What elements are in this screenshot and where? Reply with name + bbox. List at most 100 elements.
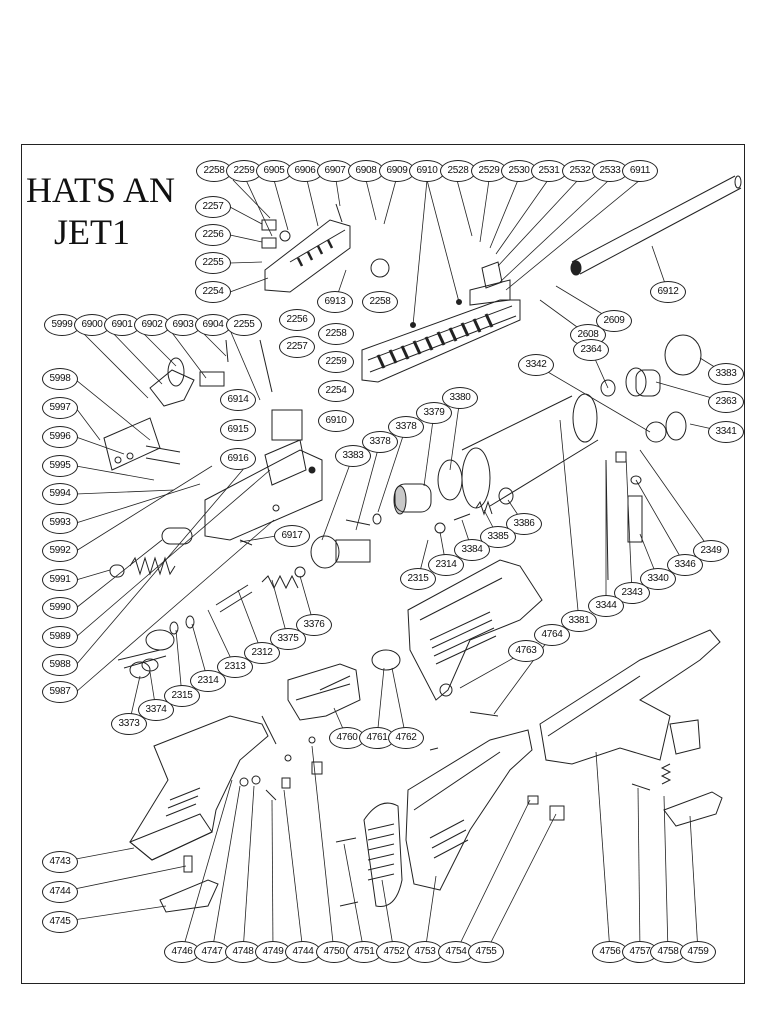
part-number-callout: 2258 <box>318 323 354 345</box>
adjustable-stock-part <box>405 729 565 891</box>
part-number-callout: 5988 <box>42 654 78 676</box>
part-number-callout: 2258 <box>362 291 398 313</box>
part-number-callout: 4763 <box>508 640 544 662</box>
part-number-callout: 6914 <box>220 389 256 411</box>
part-number-callout: 2315 <box>164 685 200 707</box>
part-number-callout: 5989 <box>42 626 78 648</box>
part-number-callout: 3341 <box>708 421 744 443</box>
part-number-callout: 4744 <box>42 881 78 903</box>
buttstock-part <box>371 559 543 751</box>
part-number-callout: 2530 <box>501 160 537 182</box>
part-number-callout: 6916 <box>220 448 256 470</box>
part-number-callout: 5994 <box>42 483 78 505</box>
butt-pad-part <box>363 802 403 907</box>
part-number-callout: 6903 <box>165 314 201 336</box>
part-number-callout: 2313 <box>217 656 253 678</box>
part-number-callout: 2609 <box>596 310 632 332</box>
part-number-callout: 2254 <box>195 281 231 303</box>
leader-lines <box>59 179 727 953</box>
folding-stock-part <box>539 629 723 827</box>
part-number-callout: 2255 <box>226 314 262 336</box>
part-number-callout: 2349 <box>693 540 729 562</box>
part-number-callout: 5993 <box>42 512 78 534</box>
part-number-callout: 3373 <box>111 713 147 735</box>
part-number-callout: 5987 <box>42 681 78 703</box>
part-number-callout: 6904 <box>195 314 231 336</box>
barrel-part <box>570 175 742 276</box>
part-number-callout: 3378 <box>362 431 398 453</box>
diagram-title-line2: JET1 <box>54 212 130 252</box>
loading-bolt-part <box>117 629 175 679</box>
part-number-callout: 3375 <box>270 628 306 650</box>
part-number-callout: 2256 <box>195 224 231 246</box>
part-number-callout: 4759 <box>680 941 716 963</box>
part-number-callout: 4764 <box>534 624 570 646</box>
part-number-callout: 2364 <box>573 339 609 361</box>
pistol-grip-part <box>129 715 277 913</box>
stock-adapter-part <box>287 663 361 721</box>
part-number-callout: 2314 <box>428 554 464 576</box>
part-number-callout: 4745 <box>42 911 78 933</box>
trigger-part <box>103 339 273 471</box>
part-number-callout: 2314 <box>190 670 226 692</box>
part-number-callout: 3342 <box>518 354 554 376</box>
part-number-callout: 3379 <box>416 402 452 424</box>
part-number-callout: 3384 <box>454 539 490 561</box>
part-number-callout: 2256 <box>279 309 315 331</box>
part-number-callout: 5991 <box>42 569 78 591</box>
part-number-callout: 2312 <box>244 642 280 664</box>
part-number-callout: 3376 <box>296 614 332 636</box>
part-number-callout: 2343 <box>614 582 650 604</box>
part-number-callout: 3344 <box>588 595 624 617</box>
part-number-callout: 5998 <box>42 368 78 390</box>
part-number-callout: 3385 <box>480 526 516 548</box>
part-number-callout: 4755 <box>468 941 504 963</box>
part-number-callout: 6913 <box>317 291 353 313</box>
part-number-callout: 4762 <box>388 727 424 749</box>
part-number-callout: 6915 <box>220 419 256 441</box>
moderator-tube-part <box>393 393 599 534</box>
part-number-callout: 4753 <box>407 941 443 963</box>
part-number-callout: 5996 <box>42 426 78 448</box>
part-number-callout: 2363 <box>708 391 744 413</box>
part-number-callout: 2254 <box>318 380 354 402</box>
part-number-callout: 3380 <box>442 387 478 409</box>
trigger-housing-part <box>204 409 323 546</box>
part-number-callout: 6912 <box>650 281 686 303</box>
part-number-callout: 6917 <box>274 525 310 547</box>
diagram-frame <box>21 144 745 984</box>
part-number-callout: 2259 <box>318 351 354 373</box>
part-number-callout: 3386 <box>506 513 542 535</box>
part-number-callout: 6900 <box>74 314 110 336</box>
diagram-title-line1: HATS AN <box>26 170 176 210</box>
part-number-callout: 5997 <box>42 397 78 419</box>
part-number-callout: 5995 <box>42 455 78 477</box>
part-number-callout: 2257 <box>195 196 231 218</box>
front-sight-assembly-part <box>261 203 390 293</box>
part-number-callout: 6907 <box>317 160 353 182</box>
part-number-callout: 4758 <box>650 941 686 963</box>
part-number-callout: 6910 <box>318 410 354 432</box>
hammer-spring-part <box>109 527 193 578</box>
part-number-callout: 3346 <box>667 554 703 576</box>
part-number-callout: 6911 <box>622 160 658 182</box>
part-number-callout: 3381 <box>561 610 597 632</box>
part-number-callout: 3374 <box>138 699 174 721</box>
part-number-callout: 5990 <box>42 597 78 619</box>
receiver-rail-part <box>361 261 521 383</box>
part-number-callout: 3383 <box>335 445 371 467</box>
part-number-callout: 2255 <box>195 252 231 274</box>
part-number-callout: 3340 <box>640 568 676 590</box>
part-number-callout: 2315 <box>400 568 436 590</box>
part-number-callout: 5992 <box>42 540 78 562</box>
part-number-callout: 4756 <box>592 941 628 963</box>
valve-assembly-part <box>169 513 382 635</box>
grip-screws-part <box>239 736 359 907</box>
part-number-callout: 2257 <box>279 336 315 358</box>
part-number-callout: 5999 <box>44 314 80 336</box>
part-number-callout: 3378 <box>388 416 424 438</box>
part-number-callout: 4743 <box>42 851 78 873</box>
part-number-callout: 3383 <box>708 363 744 385</box>
